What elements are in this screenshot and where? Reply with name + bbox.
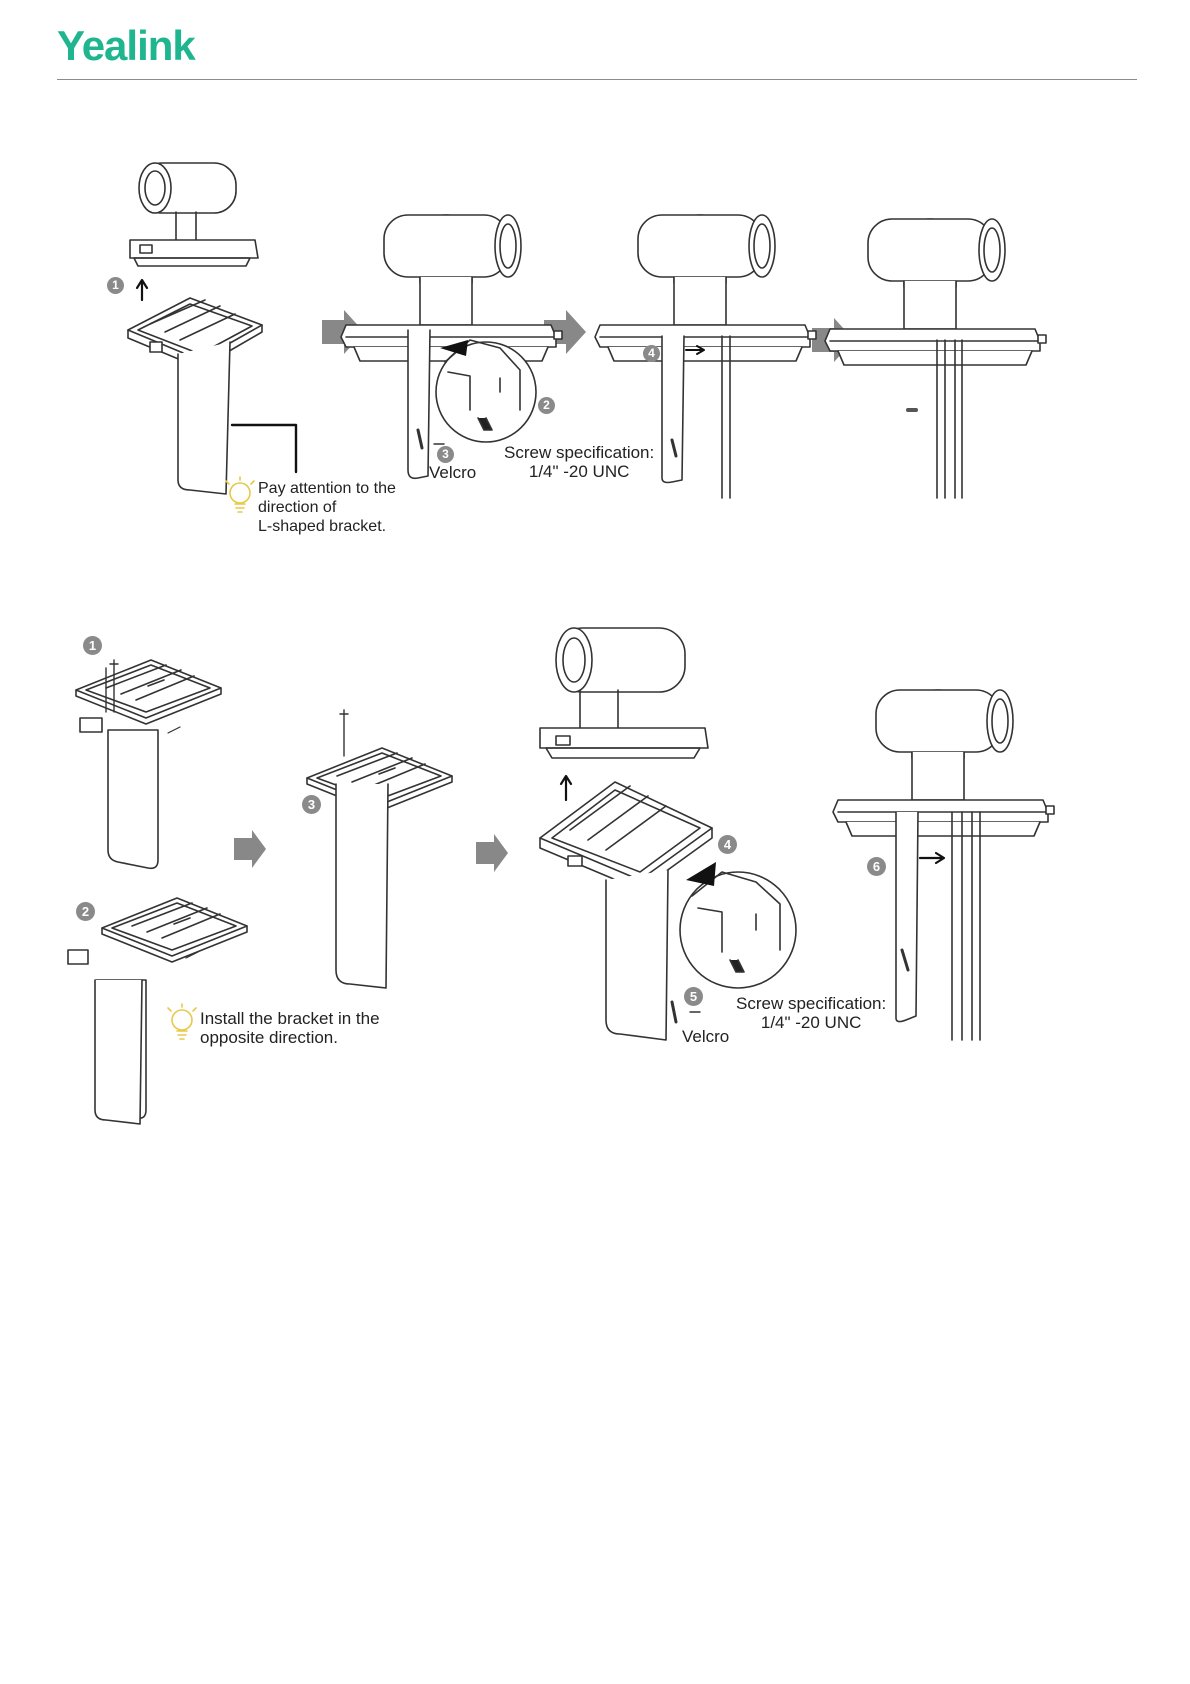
up-arrow-icon [137, 280, 147, 300]
step-number: 3 [437, 446, 454, 463]
screw-spec-label: Screw specification: 1/4" -20 UNC [736, 994, 886, 1032]
step-number: 5 [684, 987, 703, 1006]
top-camera-mounted-final [825, 219, 1046, 498]
top-l-bracket [128, 298, 262, 494]
step-number: 1 [107, 277, 124, 294]
step-arrow-icon [234, 310, 854, 872]
bottom-camera-detached [540, 628, 708, 758]
velcro-label: Velcro [682, 1027, 729, 1046]
step-number: 2 [538, 397, 555, 414]
step-number: 4 [643, 345, 660, 362]
callout-line [232, 425, 296, 472]
step-number: 6 [867, 857, 886, 876]
bottom-bracket-step3 [307, 710, 452, 988]
velcro-label: Velcro [429, 463, 476, 482]
tip-text: Pay attention to the direction of L-shap… [258, 479, 396, 536]
bottom-bracket-step1 [76, 660, 221, 868]
step-number: 2 [76, 902, 95, 921]
step-number: 1 [83, 636, 102, 655]
tip-text: Install the bracket in the opposite dire… [200, 1009, 380, 1047]
lightbulb-icon [226, 477, 254, 512]
velcro-strip [672, 1002, 676, 1022]
top-camera-detached [130, 163, 258, 266]
top-camera-mounted-1 [341, 215, 562, 478]
up-arrow-icon [561, 776, 571, 800]
step-number: 3 [302, 795, 321, 814]
step-number: 4 [718, 835, 737, 854]
screw-spec-label: Screw specification: 1/4" -20 UNC [504, 443, 654, 481]
lightbulb-icon [168, 1004, 196, 1039]
direction-arrow-icon [920, 853, 944, 863]
